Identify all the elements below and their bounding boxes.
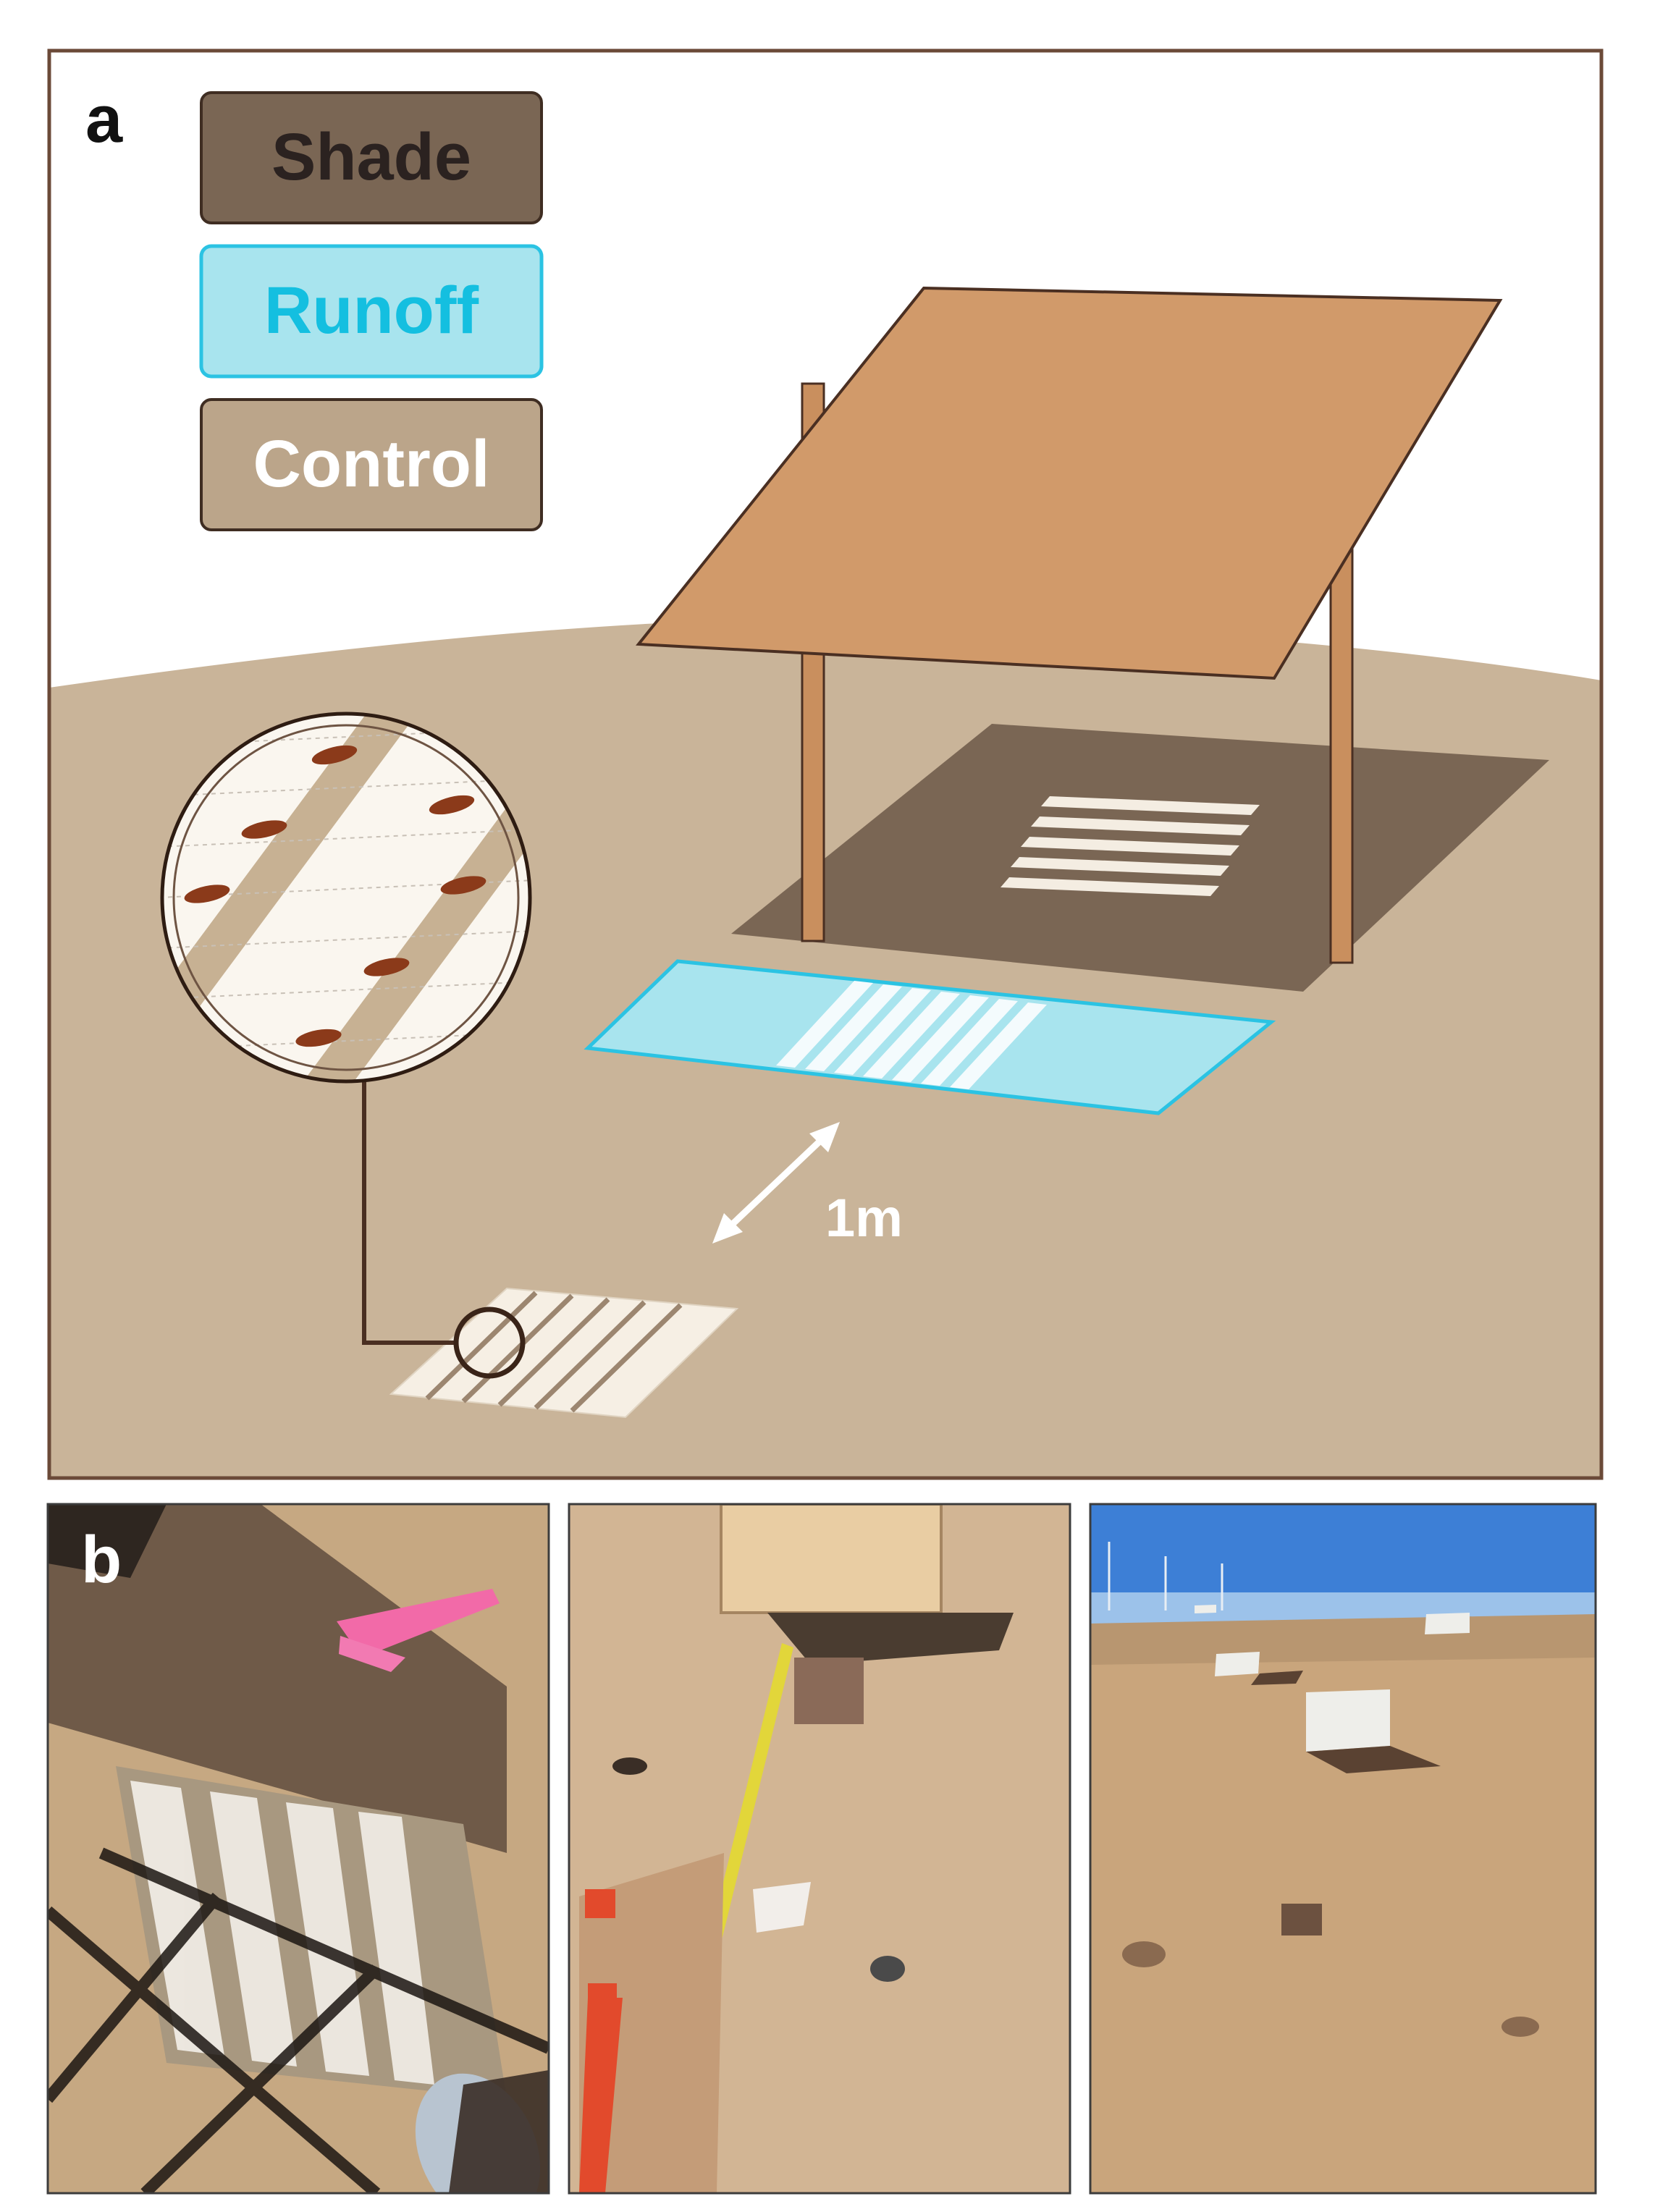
distance-arrow [712,1122,840,1244]
panel-b-letter: b [81,1523,122,1597]
photo-shaded-seed-plot-icon: b [48,1504,549,2193]
photo-2-frame [568,1503,1071,2195]
callout-ring [453,1306,526,1379]
callout-connector [362,1081,456,1345]
photo-1-frame [46,1503,550,2195]
control-seed-strips [425,1291,683,1413]
panel-a-frame [47,48,1604,1480]
legend-shade-box [200,91,543,224]
photo-3-frame [1089,1503,1597,2195]
runoff-plot [584,959,1276,1115]
legend-control-label: Control [253,427,489,501]
runoff-seed-strips [776,981,1047,1089]
panel-a: 1m [47,48,1604,1480]
shade-roof [636,286,1503,680]
shade-seed-strips [1001,796,1260,896]
magnifier-lens [160,712,532,1084]
panel-a-letter: a [85,83,123,156]
photo-runoff-plot-with-ruler-icon [569,1504,1070,2193]
legend: Shade Runoff Control [199,91,544,531]
legend-runoff-box [199,244,544,379]
legend-shade-label: Shade [271,120,471,194]
photo-field-site-panels-icon [1090,1504,1596,2193]
distance-label: 1m [825,1188,903,1248]
panel-b: b [46,1503,1597,2195]
legend-control-box [200,398,543,531]
legend-runoff-label: Runoff [264,274,479,347]
